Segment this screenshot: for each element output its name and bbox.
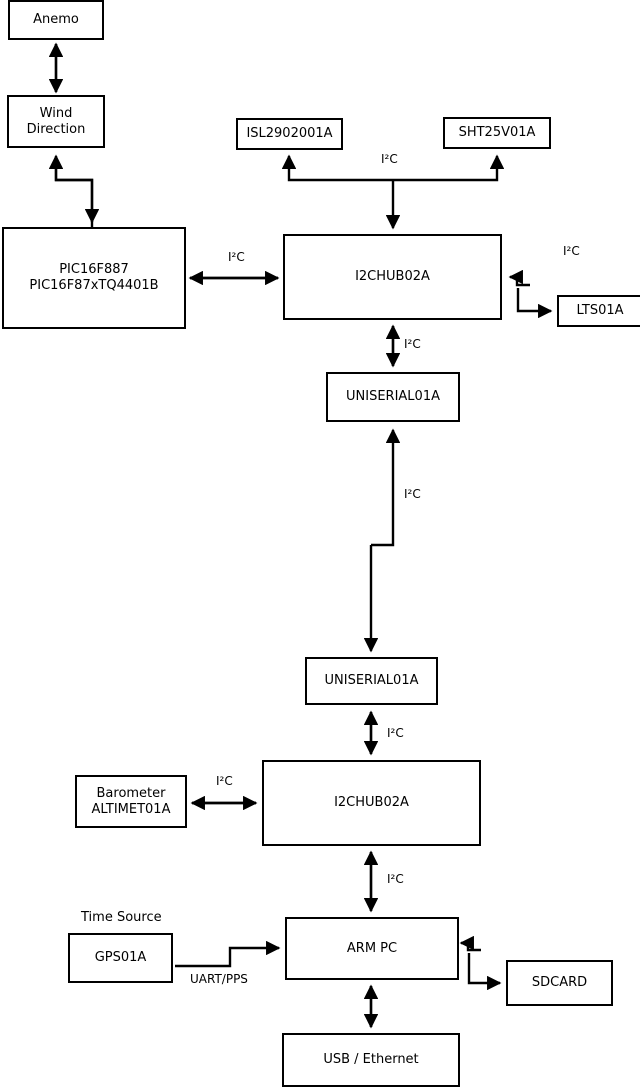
node-uniserial01a-lower[interactable]: UNISERIAL01A <box>305 657 438 705</box>
node-barometer-altimet01a-label: Barometer ALTIMET01A <box>91 785 171 817</box>
edge-label-i2c-pic-hub: I²C <box>228 250 245 264</box>
connector-armpc-sdcard <box>459 935 502 991</box>
node-uniserial01a-upper-label: UNISERIAL01A <box>346 389 440 404</box>
node-sht25v01a-label: SHT25V01A <box>458 125 536 140</box>
node-arm-pc-label: ARM PC <box>346 940 398 956</box>
node-i2chub02a-top[interactable]: I2CHUB02A <box>283 234 502 320</box>
node-lts01a-label: LTS01A <box>576 303 624 318</box>
node-usb-ethernet-label: USB / Ethernet <box>323 1052 419 1067</box>
node-uniserial01a-lower-label: UNISERIAL01A <box>324 673 419 688</box>
node-gps01a-label: GPS01A <box>94 950 147 965</box>
edge-label-i2c-baro-hub2: I²C <box>216 774 233 788</box>
node-uniserial01a-upper[interactable]: UNISERIAL01A <box>326 372 460 422</box>
connector-hub-sensors <box>281 154 505 230</box>
edge-label-i2c-hub-uniserial: I²C <box>404 337 421 351</box>
edge-label-i2c-uniserial-hub2: I²C <box>387 726 404 740</box>
node-sdcard-label: SDCARD <box>531 975 588 990</box>
edge-label-i2c-hub-lts: I²C <box>563 244 580 258</box>
node-i2chub02a-bottom-label: I2CHUB02A <box>334 795 409 810</box>
node-sdcard[interactable]: SDCARD <box>506 960 613 1006</box>
node-i2chub02a-top-label: I2CHUB02A <box>355 269 430 284</box>
node-isl2902001a[interactable]: ISL2902001A <box>236 118 343 150</box>
node-isl2902001a-label: ISL2902001A <box>246 126 333 141</box>
node-anemo[interactable]: Anemo <box>8 0 104 40</box>
node-gps01a[interactable]: GPS01A <box>68 933 173 983</box>
connector-hub-lts <box>508 269 553 319</box>
edge-label-i2c-hub-sensors: I²C <box>381 152 398 166</box>
node-i2chub02a-bottom[interactable]: I2CHUB02A <box>262 760 481 846</box>
node-usb-ethernet[interactable]: USB / Ethernet <box>282 1033 460 1087</box>
edge-label-i2c-hub2-armpc: I²C <box>387 872 404 886</box>
node-anemo-label: Anemo <box>33 12 79 27</box>
label-time-source: Time Source <box>81 910 162 925</box>
node-sht25v01a[interactable]: SHT25V01A <box>443 117 551 149</box>
node-wind-direction-label: Wind Direction <box>26 105 86 137</box>
connector-gps-armpc <box>175 940 281 968</box>
edge-label-uart-pps: UART/PPS <box>190 972 248 986</box>
node-wind-direction[interactable]: Wind Direction <box>7 95 105 148</box>
node-arm-pc[interactable]: ARM PC <box>285 917 459 980</box>
edge-label-i2c-uniserial-link: I²C <box>404 487 421 501</box>
connector-pic-wind <box>48 154 100 228</box>
node-pic-mcu[interactable]: PIC16F887 PIC16F87xTQ4401B <box>2 227 186 329</box>
node-barometer-altimet01a[interactable]: Barometer ALTIMET01A <box>75 775 187 828</box>
connector-uniserial-link <box>363 428 401 653</box>
node-lts01a[interactable]: LTS01A <box>557 295 640 327</box>
node-pic-mcu-label: PIC16F887 PIC16F87xTQ4401B <box>29 262 159 293</box>
